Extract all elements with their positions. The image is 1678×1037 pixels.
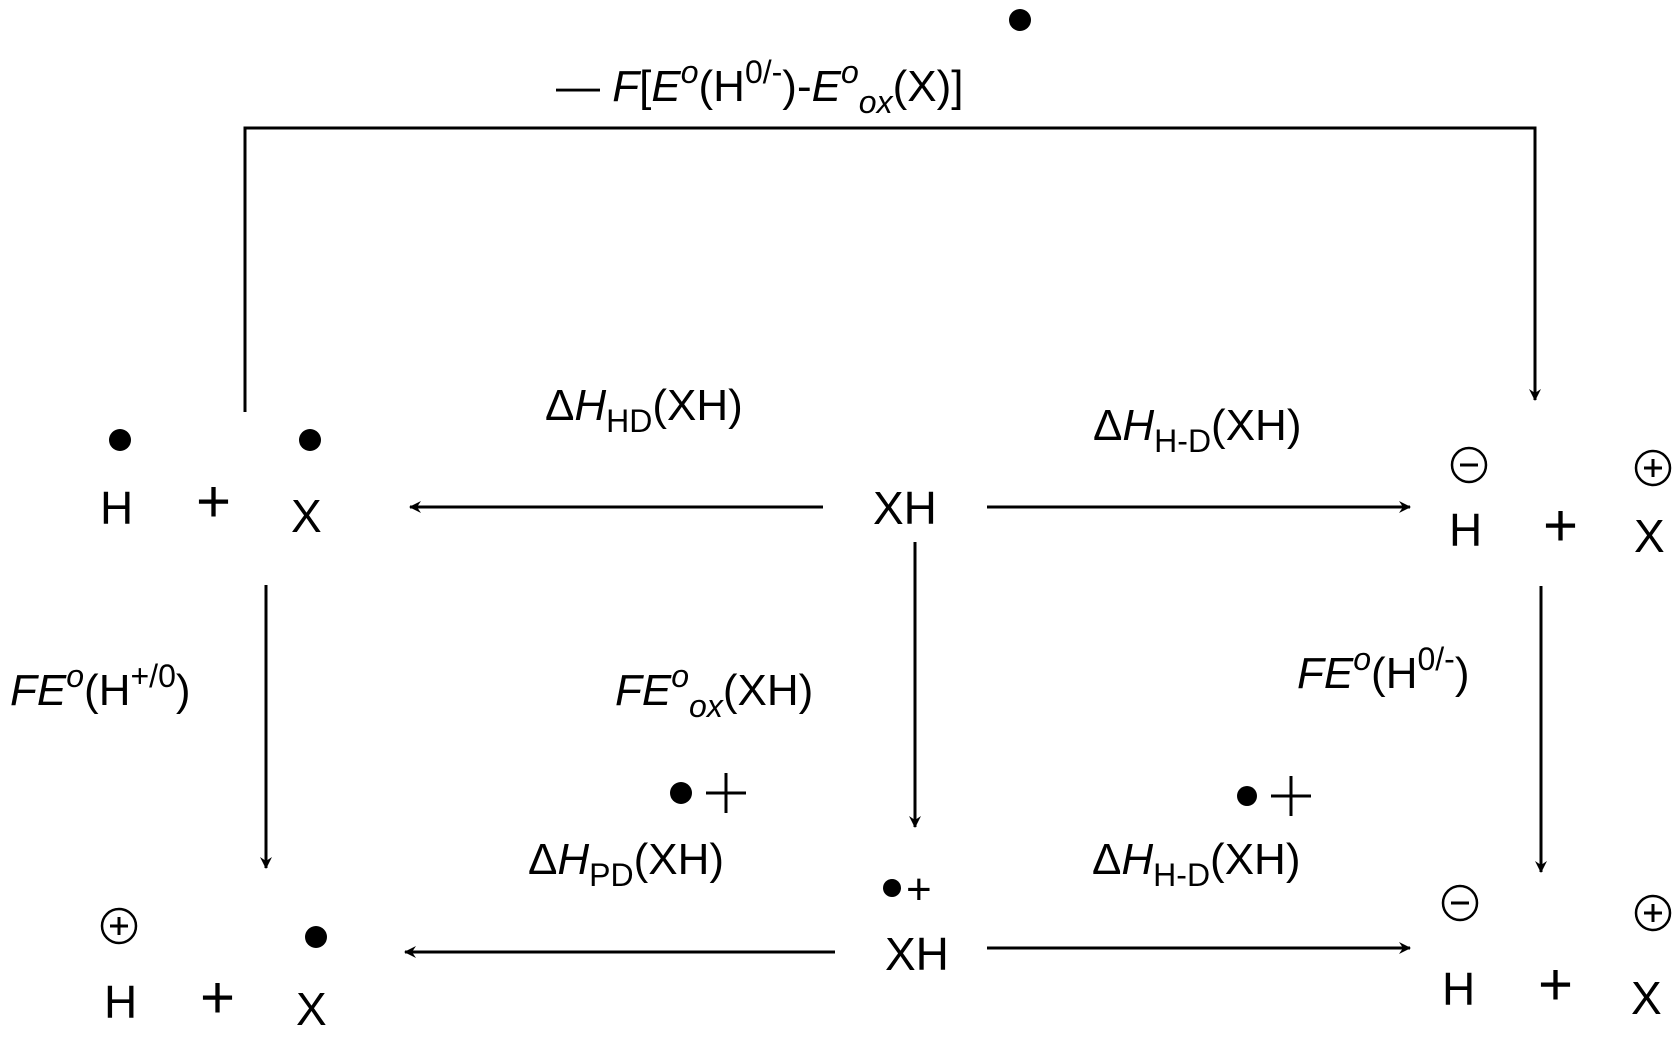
label-pd: ΔHPD(XH) [528,835,724,893]
species-xh: XH [885,928,949,980]
plus-sign: + [1543,492,1578,559]
label-hd: ΔHHD(XH) [545,381,743,439]
top-bracket-arrow [243,126,1541,412]
radical-dot [299,429,321,451]
label-h-d-bottom: ΔHH-D(XH) [1092,835,1300,893]
radical-dot-top-label [1009,9,1031,31]
label-left-vertical: FEo(H+/0) [10,658,191,715]
species-x: X [1634,510,1665,562]
species-hydride-plus-cation: H + X [1449,446,1672,562]
minus-charge-icon [1450,446,1488,484]
species-xh-radical-cation: + XH [883,865,949,980]
label-center-vertical: FEoox(XH) [615,658,813,724]
species-x: X [291,490,322,542]
radical-dot [109,429,131,451]
species-h: H [1449,504,1482,556]
species-h-radical-plus-x-radical: H + X [100,429,322,542]
radical-dot [883,879,901,897]
top-arrow-label: — F[Eo(H0/-)-Eoox(X)] [556,54,963,120]
label-right-vertical: FEo(H0/-) [1297,641,1469,698]
minus-charge-icon [1441,884,1479,922]
cation-plus: + [906,865,932,914]
label-h-d-top: ΔHH-D(XH) [1093,401,1301,459]
plus-sign: + [200,964,235,1031]
radical-cation-marker [670,773,746,813]
species-h: H [100,482,133,534]
species-proton-plus-x-radical: H + X [100,907,327,1035]
species-x: X [296,983,327,1035]
species-h: H [104,976,137,1028]
species-x: X [1631,972,1662,1024]
species-xh: XH [873,482,937,534]
plus-sign: + [196,468,231,535]
radical-cation-marker [1237,776,1311,816]
plus-sign: + [1538,951,1573,1018]
radical-dot [305,926,327,948]
plus-charge-icon [1634,449,1672,487]
species-h: H [1442,963,1475,1015]
species-hydride-plus-cation-bottom: H + X [1441,884,1672,1024]
plus-charge-icon [100,907,138,945]
plus-charge-icon [1634,894,1672,932]
